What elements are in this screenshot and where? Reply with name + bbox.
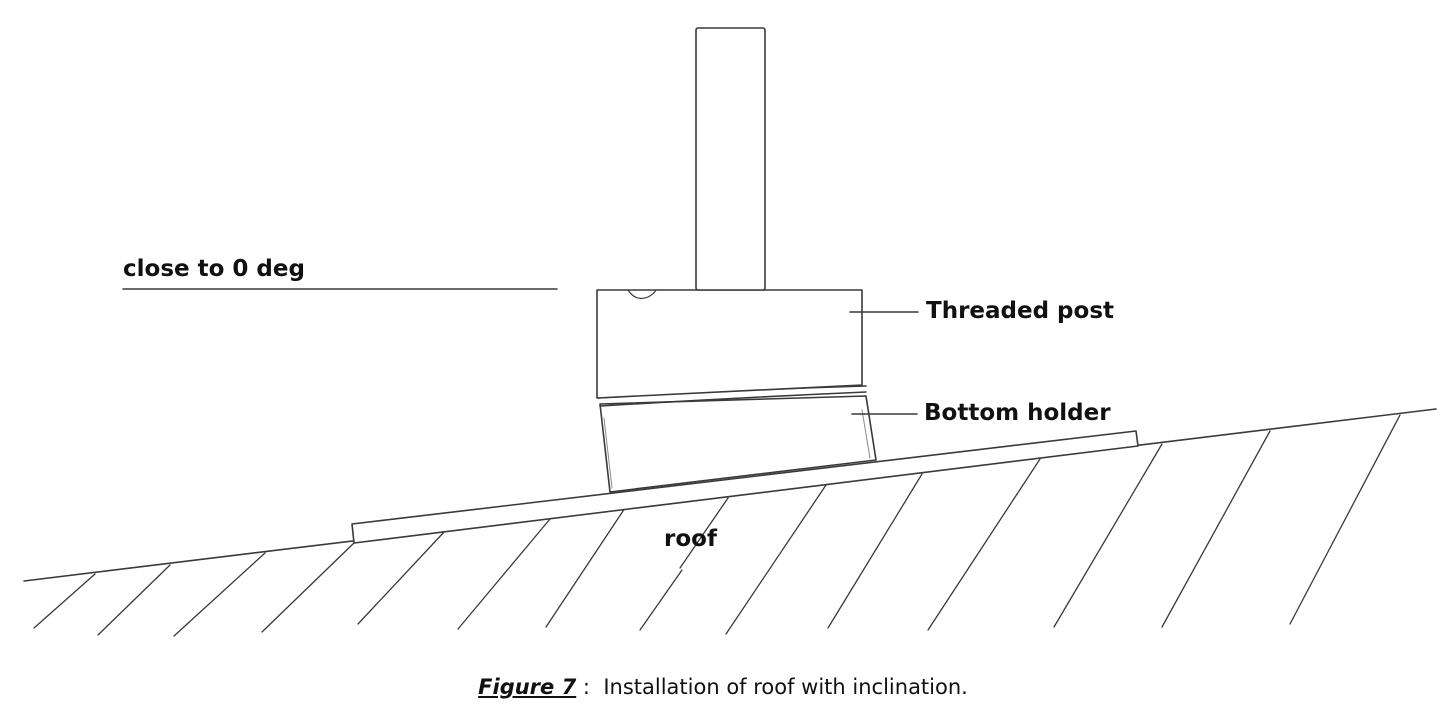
bottom-holder-inner-line-right xyxy=(861,409,871,459)
figure-number: Figure 7 xyxy=(478,675,577,699)
threaded-post-collar xyxy=(596,289,863,399)
base-plate xyxy=(351,430,1139,544)
bottom-holder xyxy=(599,395,877,493)
collar-seam-lower xyxy=(599,391,867,407)
bottom-holder-inner-line xyxy=(603,417,613,489)
horizontal-angle-label: close to 0 deg xyxy=(123,256,305,282)
threaded-post-shaft xyxy=(695,27,766,291)
threaded-post-label: Threaded post xyxy=(926,298,1115,324)
roof-installation-diagram xyxy=(23,27,1437,637)
caption-separator: : xyxy=(576,675,604,699)
roof-hatching xyxy=(33,414,1401,637)
caption-text: Installation of roof with inclination. xyxy=(603,675,968,699)
roof-label: roof xyxy=(664,526,717,552)
figure-caption: Figure 7 : Installation of roof with inc… xyxy=(0,675,1446,700)
collar-notch xyxy=(627,289,657,300)
bottom-holder-label: Bottom holder xyxy=(924,400,1111,426)
